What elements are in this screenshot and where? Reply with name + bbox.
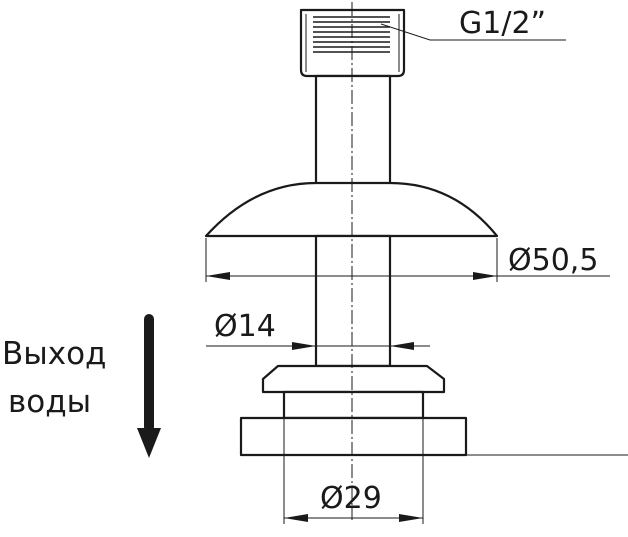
water-outlet-label-line1: Выход <box>2 336 107 372</box>
thread-leader-line <box>380 23 566 41</box>
tapered-collar <box>261 364 446 394</box>
water-outlet-label-line2: воды <box>8 384 91 420</box>
dimension-pipe <box>206 342 430 350</box>
dimension-flange <box>205 238 610 282</box>
dimension-base <box>283 418 424 524</box>
pipe-diameter-label: Ø14 <box>214 309 276 344</box>
water-outlet-arrow <box>137 314 161 458</box>
lower-pipe <box>314 234 392 368</box>
base-diameter-label: Ø29 <box>320 481 382 516</box>
cylinder-body <box>282 390 425 420</box>
base-disc <box>239 416 468 457</box>
thread-size-label: G1/2” <box>459 6 546 41</box>
flange-diameter-label: Ø50,5 <box>508 243 598 278</box>
upper-pipe <box>314 74 392 186</box>
